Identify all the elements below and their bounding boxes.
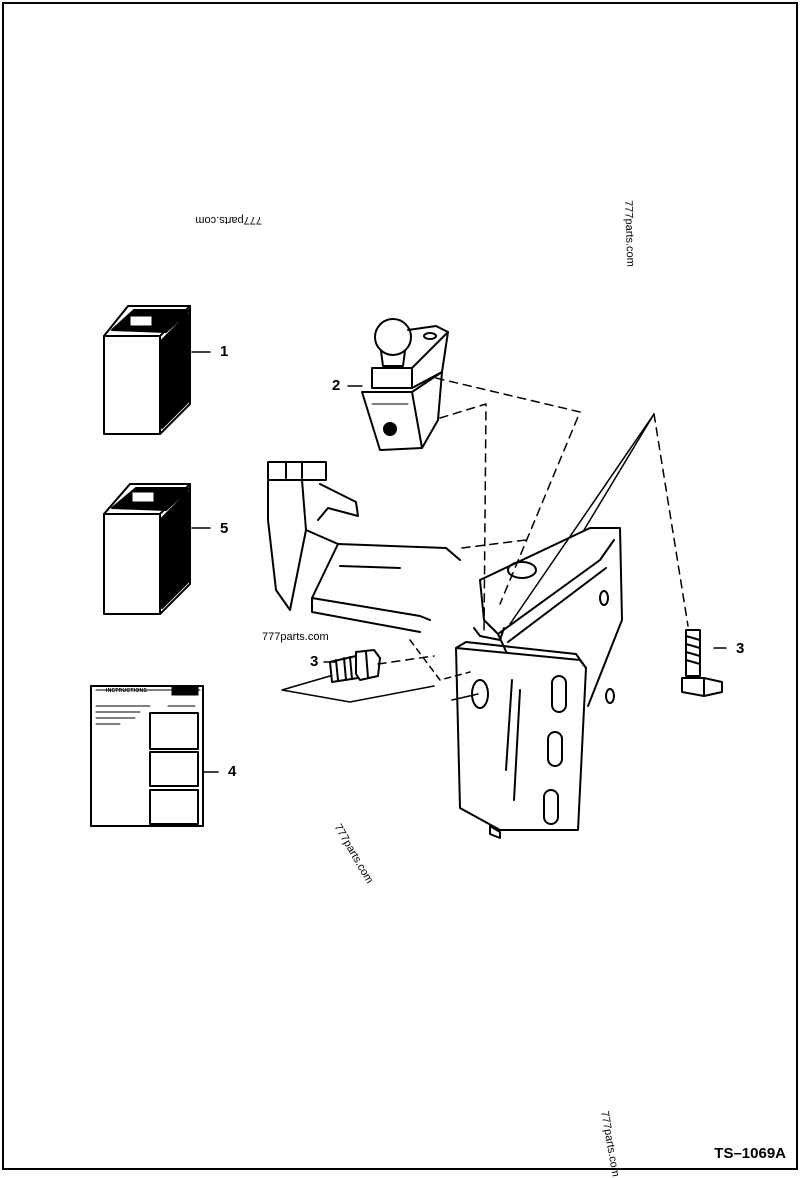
callout-item-1: 1 bbox=[220, 343, 229, 360]
part-5-foam-block bbox=[103, 483, 191, 615]
callout-item-3-left: 3 bbox=[310, 653, 319, 670]
part-4-instruction-sheet bbox=[90, 685, 204, 827]
watermark-text: 777parts.com bbox=[622, 200, 637, 268]
callout-leaders bbox=[191, 351, 727, 773]
callout-item-5: 5 bbox=[220, 520, 229, 537]
part-3-bolt-right bbox=[681, 629, 723, 697]
watermark-text: 777parts.com bbox=[262, 631, 329, 643]
callout-item-2: 2 bbox=[332, 377, 341, 394]
instruction-sheet-heading: INSTRUCTIONS bbox=[106, 688, 148, 694]
part-1-foam-block bbox=[103, 305, 191, 435]
callout-item-4: 4 bbox=[228, 763, 237, 780]
assembly-leader-lines bbox=[281, 377, 689, 703]
receiver-frame-weldment bbox=[267, 461, 461, 633]
part-3-bolt-left bbox=[329, 649, 381, 683]
callout-item-3-right: 3 bbox=[736, 640, 745, 657]
drawing-reference-number: TS–1069A bbox=[714, 1145, 786, 1162]
mounting-bracket-plate bbox=[455, 527, 623, 839]
part-2-ball-hitch bbox=[361, 318, 449, 451]
watermark-text: 777parts.com bbox=[195, 214, 262, 226]
